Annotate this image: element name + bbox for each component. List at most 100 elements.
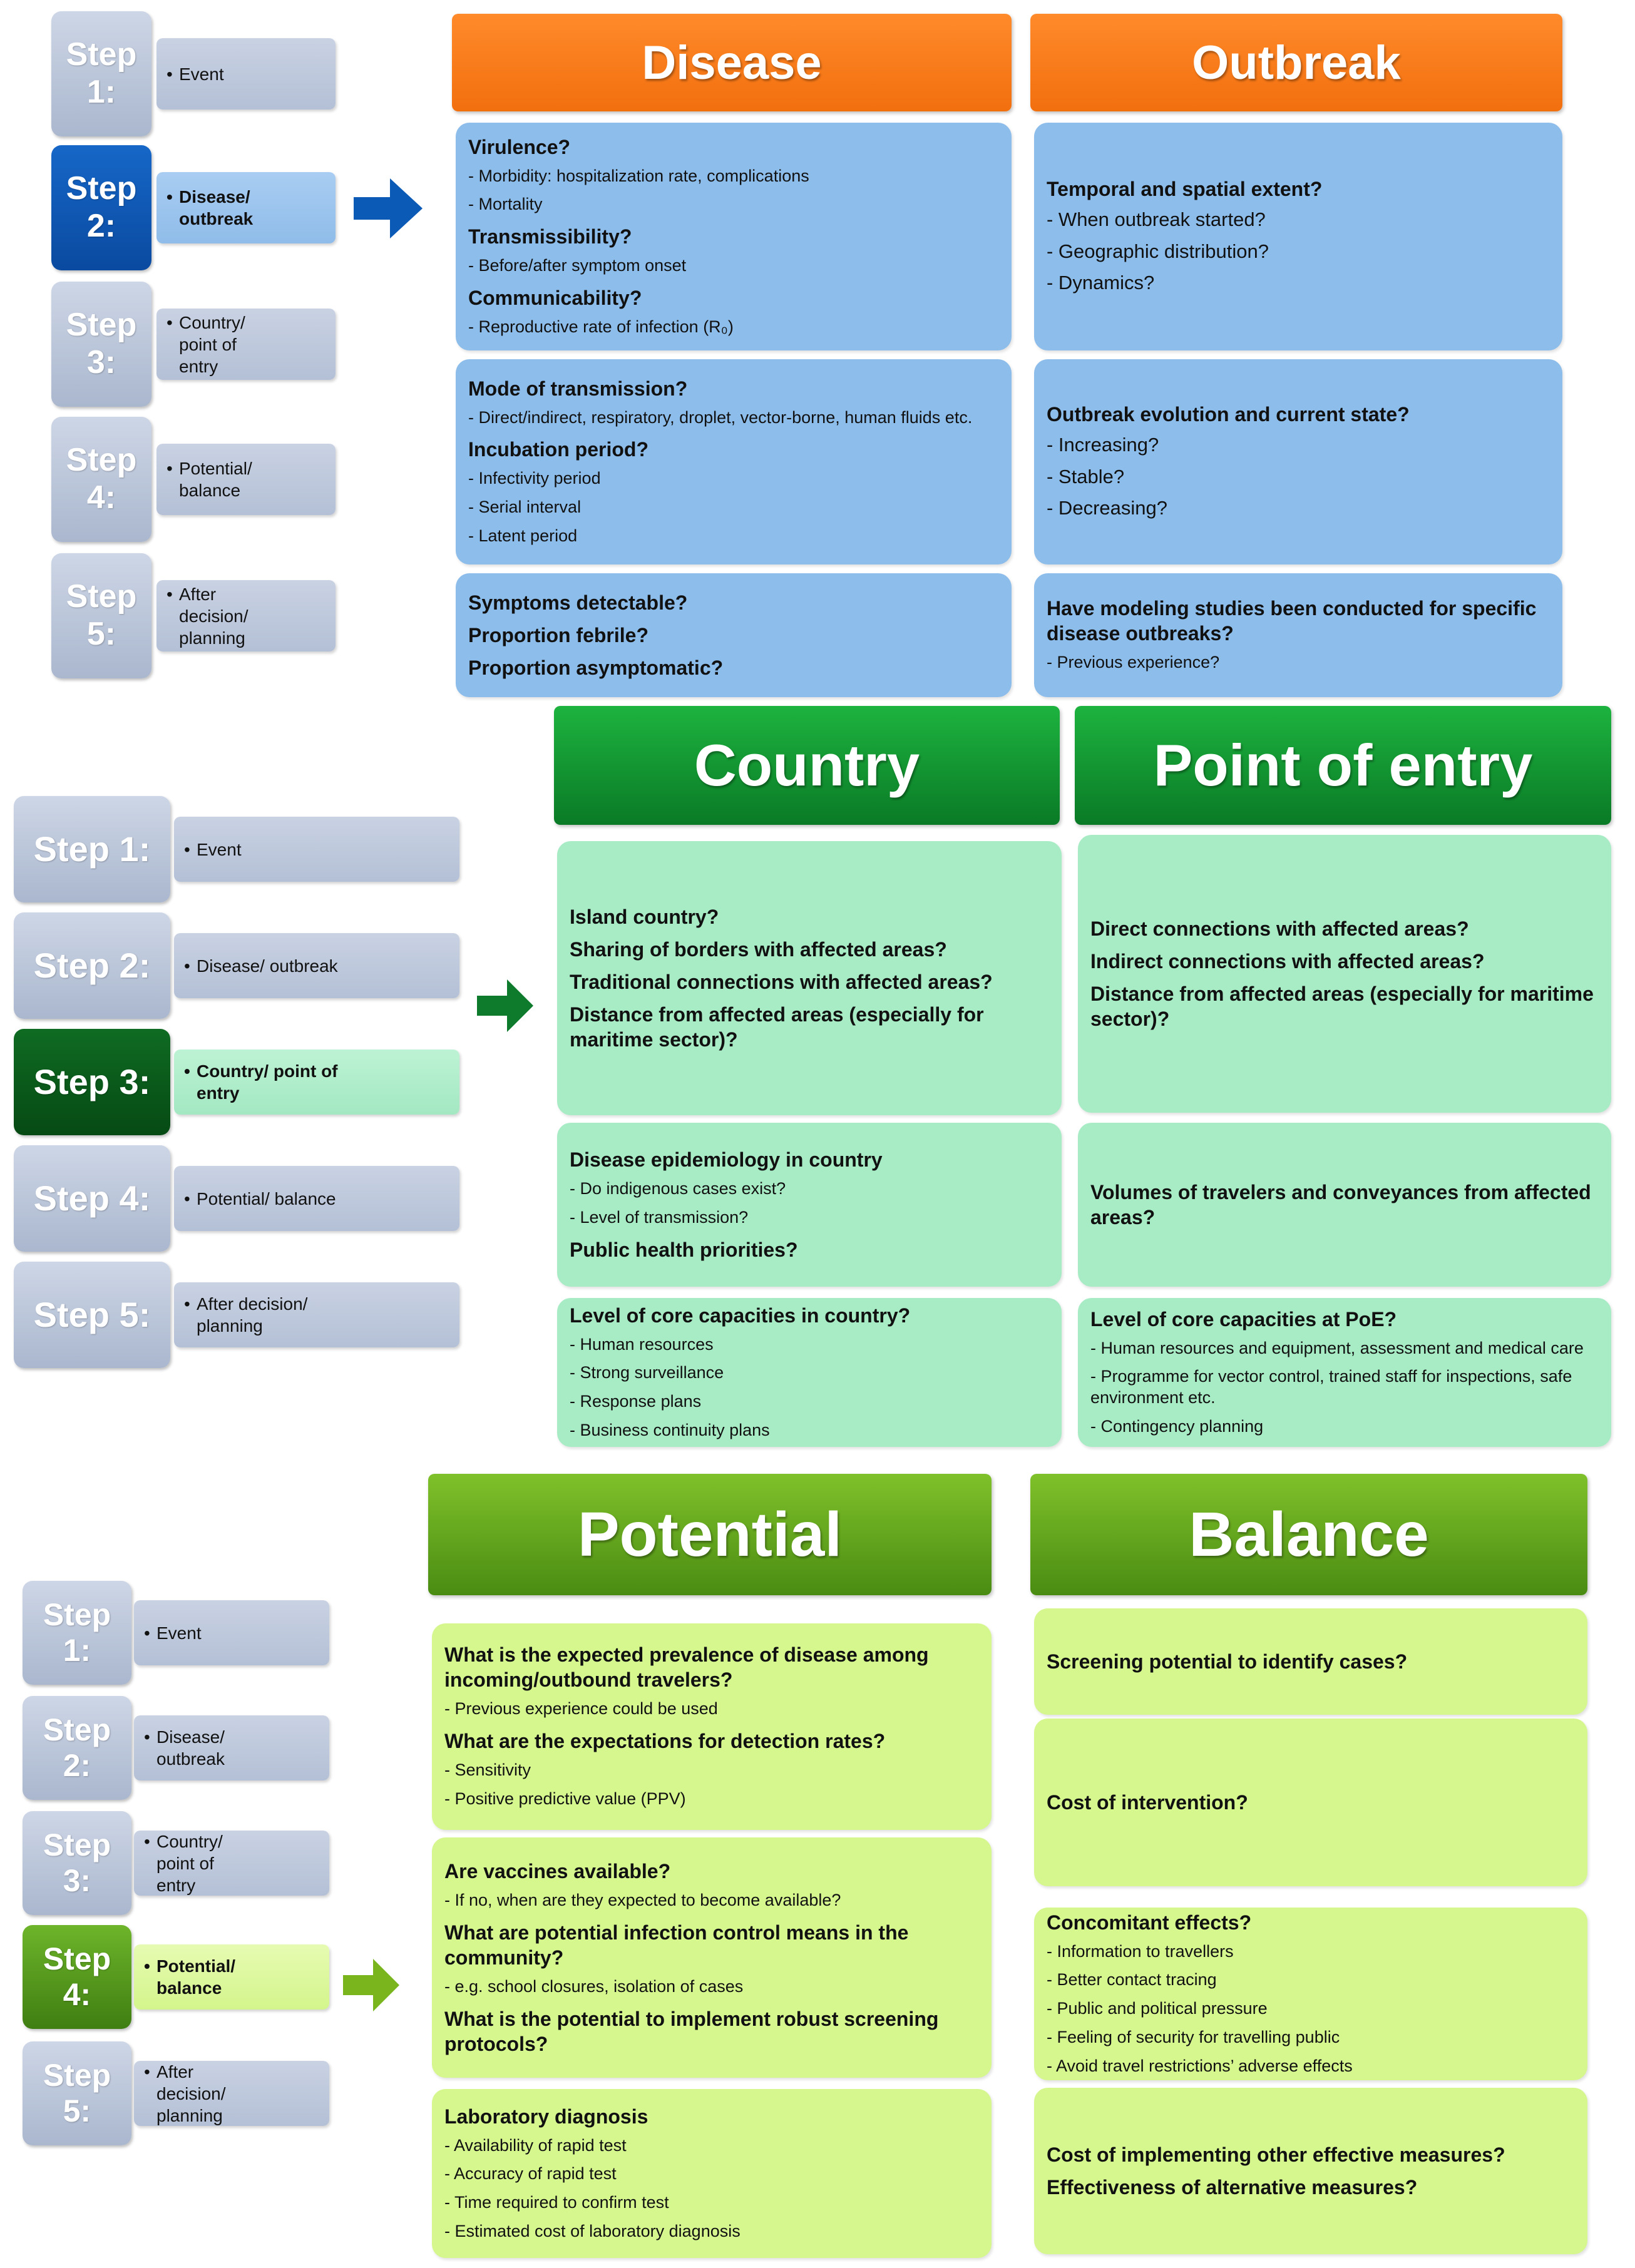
header-balance: Balance xyxy=(1030,1474,1587,1595)
card-question: Effectiveness of alternative measures? xyxy=(1047,2176,1418,2199)
header-disease-text: Disease xyxy=(642,36,822,89)
left-card-3: Laboratory diagnosis- Availability of ra… xyxy=(432,2089,992,2258)
step-label-1: Event xyxy=(134,1600,329,1665)
step-label-text: Event xyxy=(184,839,242,861)
card-detail: - Sensitivity xyxy=(444,1760,531,1780)
card-detail: - Previous experience could be used xyxy=(444,1699,718,1719)
card-detail: - Feeling of security for travelling pub… xyxy=(1047,2027,1340,2046)
card-detail: - Estimated cost of laboratory diagnosis xyxy=(444,2221,741,2240)
right-card-1: Direct connections with affected areas? I… xyxy=(1078,835,1611,1113)
step-label-text: Potential/ balance xyxy=(167,457,252,501)
step-label-text: Potential/ balance xyxy=(144,1955,235,1999)
step-label-3: Country/ point of entry xyxy=(134,1831,329,1896)
step-label-5: After decision/ planning xyxy=(156,580,336,651)
arrow-right-icon xyxy=(354,178,423,238)
card-detail: - When outbreak started? xyxy=(1047,208,1266,230)
card-question: Incubation period? xyxy=(468,438,648,461)
step-tile-2: Step 2: xyxy=(14,912,170,1019)
right-card-3: Level of core capacities at PoE?- Human … xyxy=(1078,1298,1611,1447)
step-label-text: After decision/ planning xyxy=(144,2061,225,2127)
header-point-of-entry: Point of entry xyxy=(1075,706,1611,825)
step-tile-5: Step 5: xyxy=(51,553,151,678)
step-tile-4: Step 4: xyxy=(51,417,151,542)
step-tile-3: Step 3: xyxy=(51,282,151,407)
right-card-4: Cost of implementing other effective mea… xyxy=(1034,2088,1587,2254)
step-label-text: Country/ point of entry xyxy=(184,1060,337,1104)
header-balance-text: Balance xyxy=(1189,1499,1429,1570)
left-card-2: Mode of transmission?- Direct/indirect, … xyxy=(456,359,1012,564)
step-label-text: Disease/ outbreak xyxy=(167,186,253,230)
right-card-1: Temporal and spatial extent?- When outbr… xyxy=(1034,123,1562,350)
card-question: Direct connections with affected areas? xyxy=(1090,917,1469,940)
step-label-text: Disease/ outbreak xyxy=(184,955,338,977)
card-question: Concomitant effects? xyxy=(1047,1911,1252,1934)
card-question: Sharing of borders with affected areas? xyxy=(570,938,947,961)
card-question: Transmissibility? xyxy=(468,225,632,248)
card-question: Screening potential to identify cases? xyxy=(1047,1650,1408,1673)
step-label-1: Event xyxy=(156,38,336,110)
card-detail: - Response plans xyxy=(570,1392,702,1411)
step-label-text: Country/ point of entry xyxy=(167,312,245,377)
step-label-2: Disease/ outbreak xyxy=(174,933,459,998)
step-tile-3: Step 3: xyxy=(23,1811,131,1915)
card-question: Disease epidemiology in country xyxy=(570,1148,883,1172)
step-label-text: Event xyxy=(167,63,224,85)
step-label-text: Potential/ balance xyxy=(184,1188,336,1210)
step-label-5: After decision/ planning xyxy=(134,2061,329,2126)
header-outbreak-text: Outbreak xyxy=(1192,36,1401,89)
step-label-3: Country/ point of entry xyxy=(156,309,336,380)
header-potential: Potential xyxy=(428,1474,992,1595)
left-card-1: Virulence?- Morbidity: hospitalization r… xyxy=(456,123,1012,350)
card-question: What is the potential to implement robus… xyxy=(444,2007,939,2055)
card-question: Laboratory diagnosis xyxy=(444,2105,648,2128)
header-potential-text: Potential xyxy=(577,1499,843,1570)
step-label-4: Potential/ balance xyxy=(156,444,336,515)
step-label-2: Disease/ outbreak xyxy=(134,1715,329,1780)
step-label-4: Potential/ balance xyxy=(134,1944,329,2010)
card-detail: - Increasing? xyxy=(1047,433,1159,456)
step-tile-1: Step 1: xyxy=(51,11,151,136)
card-detail: - Direct/indirect, respiratory, droplet,… xyxy=(468,407,973,427)
card-detail: - Positive predictive value (PPV) xyxy=(444,1789,686,1808)
step-tile-1: Step 1: xyxy=(14,796,170,902)
right-card-2: Cost of intervention? xyxy=(1034,1719,1587,1886)
header-disease: Disease xyxy=(452,14,1012,111)
card-detail: - If no, when are they expected to becom… xyxy=(444,1891,841,1910)
card-detail: - Public and political pressure xyxy=(1047,1999,1268,2018)
card-detail: - Strong surveillance xyxy=(570,1363,724,1382)
step-label-5: After decision/ planning xyxy=(174,1282,459,1347)
header-country-text: Country xyxy=(694,732,920,798)
right-card-3: Concomitant effects? - Information to tra… xyxy=(1034,1908,1587,2080)
step-tile-5: Step 5: xyxy=(23,2041,131,2145)
arrow-right-icon xyxy=(477,979,533,1032)
step-tile-2: Step 2: xyxy=(51,145,151,270)
card-question: What is the expected prevalence of disea… xyxy=(444,1643,929,1692)
card-question: Island country? xyxy=(570,906,719,928)
right-card-2: Outbreak evolution and current state?- I… xyxy=(1034,359,1562,564)
step-label-3: Country/ point of entry xyxy=(174,1050,459,1115)
step-label-text: After decision/ planning xyxy=(184,1293,307,1337)
step-label-1: Event xyxy=(174,817,459,882)
card-detail: - Level of transmission? xyxy=(570,1208,749,1227)
right-card-3: Have modeling studies been conducted for… xyxy=(1034,573,1562,697)
card-question: Volumes of travelers and conveyances fro… xyxy=(1090,1181,1591,1228)
left-card-2: Disease epidemiology in country - Do indi… xyxy=(557,1123,1062,1287)
card-question: Communicability? xyxy=(468,286,642,309)
step-tile-4: Step 4: xyxy=(14,1145,170,1252)
card-question: Indirect connections with affected areas… xyxy=(1090,950,1485,973)
card-question: Proportion febrile? xyxy=(468,624,648,646)
step-tile-2: Step 2: xyxy=(23,1696,131,1800)
card-detail: - Do indigenous cases exist? xyxy=(570,1179,786,1198)
step-label-text: After decision/ planning xyxy=(167,583,248,649)
card-detail: - Human resources and equipment, assessm… xyxy=(1090,1338,1584,1357)
card-detail: - Information to travellers xyxy=(1047,1941,1234,1961)
card-question: Cost of intervention? xyxy=(1047,1791,1248,1814)
left-card-1: What is the expected prevalence of disea… xyxy=(432,1623,992,1830)
card-detail: - e.g. school closures, isolation of cas… xyxy=(444,1977,744,1996)
card-detail: - Better contact tracing xyxy=(1047,1970,1217,1990)
card-detail: - Morbidity: hospitalization rate, compl… xyxy=(468,166,809,185)
step-tile-1: Step 1: xyxy=(23,1581,131,1685)
header-country: Country xyxy=(554,706,1060,825)
card-detail: - Dynamics? xyxy=(1047,272,1155,294)
left-card-2: Are vaccines available?- If no, when are… xyxy=(432,1837,992,2078)
